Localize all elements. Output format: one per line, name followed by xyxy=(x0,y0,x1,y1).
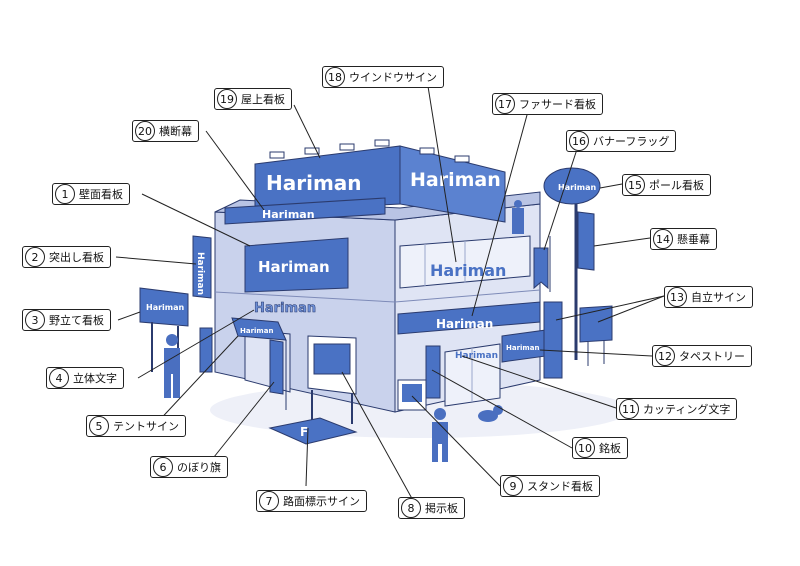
callout-number: 20 xyxy=(135,121,155,141)
callout-number: 17 xyxy=(495,94,515,114)
callout-number: 4 xyxy=(49,368,69,388)
callout-label: 自立サイン xyxy=(691,291,746,304)
callout-label: タペストリー xyxy=(679,350,745,363)
callout-number: 19 xyxy=(217,89,237,109)
callout-label: 路面標示サイン xyxy=(283,495,360,508)
callout-horizontal-banner: 20 横断幕 xyxy=(132,120,199,142)
callout-number: 14 xyxy=(653,229,673,249)
callout-number: 3 xyxy=(25,310,45,330)
callout-nobori: 6 のぼり旗 xyxy=(150,456,228,478)
callout-label: 横断幕 xyxy=(159,125,192,138)
callout-label: 突出し看板 xyxy=(49,251,104,264)
rooftop-logo-front: Hariman xyxy=(266,171,362,195)
tapestry: Hariman xyxy=(501,329,547,363)
callout-notice-board: 8 掲示板 xyxy=(398,497,465,519)
free-standing-signs xyxy=(543,301,613,379)
callout-label: 掲示板 xyxy=(425,502,458,515)
projecting-sign: Hariman xyxy=(192,235,212,299)
projecting-sign-logo: Hariman xyxy=(195,252,205,295)
nameplate xyxy=(425,345,441,399)
callout-label: 野立て看板 xyxy=(49,314,104,327)
callout-tapestry: 12 タペストリー xyxy=(652,345,752,367)
callout-tent-sign: 5 テントサイン xyxy=(86,415,186,437)
callout-number: 10 xyxy=(575,438,595,458)
callout-projecting-sign: 2 突出し看板 xyxy=(22,246,111,268)
callout-number: 2 xyxy=(25,247,45,267)
3d-letters: Hariman xyxy=(254,301,317,317)
callout-hanging-curtain: 14 懸垂幕 xyxy=(650,228,717,250)
awning-logo: Hariman xyxy=(240,327,273,335)
callout-stand-sign: 9 スタンド看板 xyxy=(500,475,600,497)
callout-billboard: 3 野立て看板 xyxy=(22,309,111,331)
nobori-flags xyxy=(199,327,287,410)
stand-sign xyxy=(397,379,427,411)
callout-3d-letters: 4 立体文字 xyxy=(46,367,124,389)
banner-flag xyxy=(533,236,551,292)
callout-label: バナーフラッグ xyxy=(593,135,670,148)
callout-label: のぼり旗 xyxy=(177,461,221,474)
road-marking-mark: F xyxy=(300,425,308,439)
window-sign-logo: Hariman xyxy=(430,261,506,280)
tapestry-logo: Hariman xyxy=(506,344,539,352)
callout-number: 16 xyxy=(569,131,589,151)
callout-number: 8 xyxy=(401,498,421,518)
callout-cutting-letters: 11 カッティング文字 xyxy=(616,398,738,420)
window-sign: Hariman xyxy=(430,261,506,280)
callout-number: 18 xyxy=(325,67,345,87)
callout-window-sign: 18 ウインドウサイン xyxy=(322,66,444,88)
cutting-letters: Hariman xyxy=(455,351,498,361)
facade-sign: Hariman xyxy=(397,301,541,335)
callout-label: 屋上看板 xyxy=(241,93,285,106)
wall-sign-logo: Hariman xyxy=(258,258,330,276)
callout-number: 6 xyxy=(153,457,173,477)
callout-nameplate: 10 銘板 xyxy=(572,437,628,459)
callout-rooftop-sign: 19 屋上看板 xyxy=(214,88,292,110)
notice-board xyxy=(307,335,357,424)
banner-logo: Hariman xyxy=(262,208,315,221)
people xyxy=(164,200,524,462)
callout-number: 5 xyxy=(89,416,109,436)
callout-number: 15 xyxy=(625,175,645,195)
leader-lines xyxy=(115,79,665,505)
callout-number: 1 xyxy=(55,184,75,204)
callout-facade-sign: 17 ファサード看板 xyxy=(492,93,603,115)
callout-label: テントサイン xyxy=(113,420,179,433)
callout-free-standing-sign: 13 自立サイン xyxy=(664,286,753,308)
pole-sign: Hariman xyxy=(543,167,601,360)
callout-label: ウインドウサイン xyxy=(349,71,437,84)
callout-label: 立体文字 xyxy=(73,372,117,385)
callout-number: 9 xyxy=(503,476,523,496)
callout-pole-sign: 15 ポール看板 xyxy=(622,174,711,196)
callout-label: カッティング文字 xyxy=(643,403,731,416)
callout-number: 12 xyxy=(655,346,675,366)
cutting-letters-text: Hariman xyxy=(455,351,498,361)
wall-sign: Hariman xyxy=(244,237,349,293)
callout-number: 13 xyxy=(667,287,687,307)
facade-sign-logo: Hariman xyxy=(436,317,493,331)
pole-sign-logo: Hariman xyxy=(558,183,597,192)
billboard-logo: Hariman xyxy=(146,303,185,312)
3d-letters-text: Hariman xyxy=(254,301,316,316)
callout-label: 懸垂幕 xyxy=(677,233,710,246)
callout-number: 11 xyxy=(619,399,639,419)
rooftop-logo-side: Hariman xyxy=(410,169,501,191)
callout-label: ファサード看板 xyxy=(519,98,596,111)
callout-label: 銘板 xyxy=(599,442,621,455)
callout-label: スタンド看板 xyxy=(527,480,593,493)
callout-road-marking: 7 路面標示サイン xyxy=(256,490,367,512)
rooftop-sign: Hariman Hariman xyxy=(254,139,506,223)
callout-banner-flag: 16 バナーフラッグ xyxy=(566,130,677,152)
hanging-curtain xyxy=(577,211,595,271)
callout-number: 7 xyxy=(259,491,279,511)
callout-label: 壁面看板 xyxy=(79,188,123,201)
callout-label: ポール看板 xyxy=(649,179,704,192)
horizontal-banner: Hariman xyxy=(224,197,386,225)
callout-wall-sign: 1 壁面看板 xyxy=(52,183,130,205)
road-marking: F xyxy=(268,417,358,445)
